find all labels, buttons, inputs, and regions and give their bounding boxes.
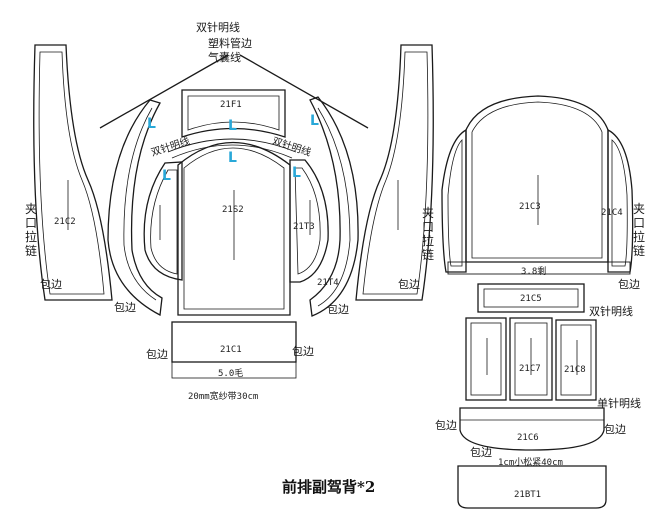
mark-l-2: L: [228, 118, 237, 134]
label-zipper-far-right: 夹口拉链: [632, 202, 645, 258]
mark-l-3: L: [310, 113, 319, 129]
code-21f1: 21F1: [220, 100, 242, 110]
airbag-line-right: [239, 54, 369, 129]
piece-21c5: [477, 283, 585, 313]
label-binding-1: 包边: [40, 278, 62, 291]
label-binding-8: 包边: [435, 419, 457, 432]
piece-21t-left: [143, 161, 183, 281]
label-gauge-38: 3.8剩: [521, 267, 547, 277]
label-binding-5: 包边: [327, 303, 349, 316]
piece-21c7a: [465, 317, 507, 401]
label-binding-2: 包边: [114, 301, 136, 314]
code-21s2: 21S2: [222, 205, 244, 215]
code-21bt1: 21BT1: [514, 490, 542, 500]
piece-21f1: [181, 89, 286, 138]
label-binding-4: 包边: [292, 345, 314, 358]
code-21c1: 21C1: [220, 345, 242, 355]
airbag-line-left: [99, 54, 229, 129]
code-21c8: 21C8: [564, 365, 586, 375]
label-binding-6: 包边: [398, 278, 420, 291]
label-tape: 20mm宽纱带30cm: [188, 392, 259, 402]
piece-21c6: [459, 407, 605, 451]
mark-l-5: L: [162, 168, 171, 184]
piece-38-band: [447, 261, 631, 275]
label-binding-9: 包边: [604, 423, 626, 436]
label-airbag-line: 气囊线: [208, 51, 241, 64]
code-21c2: 21C2: [54, 217, 76, 227]
mark-l-6: L: [292, 165, 301, 181]
label-elastic: 1cm小松紧40cm: [498, 458, 563, 468]
piece-right-strip: [355, 44, 434, 301]
piece-21c4: [607, 128, 634, 273]
piece-21c4-left: [441, 128, 467, 273]
code-21t4: 21T4: [317, 278, 339, 288]
mark-l-1: L: [147, 116, 156, 132]
piece-21c8: [555, 319, 597, 401]
label-zipper-left: 夹口拉链: [24, 202, 37, 258]
code-21c3: 21C3: [519, 202, 541, 212]
label-double-stitch-top: 双针明线: [196, 21, 240, 34]
piece-21t3: [289, 159, 329, 283]
piece-21c1: [171, 321, 297, 363]
piece-left-band: [107, 99, 163, 317]
mark-l-4: L: [228, 150, 237, 166]
code-21c7: 21C7: [519, 364, 541, 374]
piece-21t4: [309, 96, 359, 317]
code-21c6: 21C6: [517, 433, 539, 443]
page-title: 前排副驾背*2: [282, 478, 376, 496]
piece-21c2: [33, 44, 113, 301]
label-gauge-50: 5.0毛: [218, 369, 244, 379]
label-single-stitch: 单针明线: [597, 397, 641, 410]
piece-21c3: [465, 95, 609, 263]
label-binding-3: 包边: [146, 348, 168, 361]
piece-21bt1: [457, 465, 607, 509]
code-21t3: 21T3: [293, 222, 315, 232]
label-binding-7: 包边: [618, 278, 640, 291]
piece-21c7: [509, 317, 553, 401]
label-plastic-pipe: 塑料管边: [208, 37, 252, 50]
label-binding-10: 包边: [470, 446, 492, 459]
label-double-stitch-c5: 双针明线: [589, 305, 633, 318]
code-21c5: 21C5: [520, 294, 542, 304]
label-zipper-right: 夹口拉链: [421, 206, 434, 262]
code-21c4: 21C4: [601, 208, 623, 218]
